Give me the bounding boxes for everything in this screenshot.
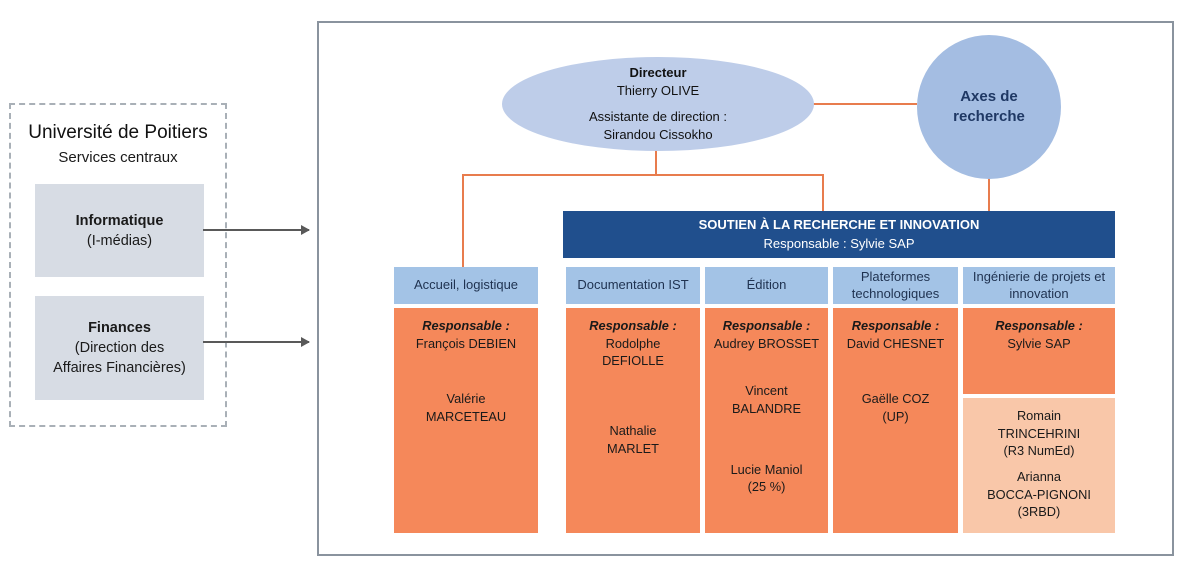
staff-line: MARLET: [607, 440, 659, 456]
staff-group: Gaëlle COZ(UP): [833, 390, 958, 425]
connector-director-down: [655, 150, 657, 175]
service-box-informatique: Informatique (I-médias): [35, 184, 204, 277]
staff-line: DEFIOLLE: [602, 353, 664, 369]
column-edition: Édition Responsable : Audrey BROSSET Vince…: [705, 267, 828, 533]
staff-line: (R3 NumEd): [1003, 443, 1075, 459]
staff-line: Sylvie SAP: [1007, 335, 1071, 351]
staff-line: Nathalie: [609, 422, 657, 438]
assistant-label: Assistante de direction :: [588, 109, 728, 124]
service-name: Informatique: [75, 212, 164, 229]
staff-group: Responsable : Sylvie SAP: [963, 317, 1115, 352]
university-subtitle: Services centraux: [58, 149, 178, 166]
staff-line: TRINCEHRINI: [997, 425, 1081, 441]
column-plateformes-technologiques: Plateformes technologiques Responsable :…: [833, 267, 958, 533]
director-role: Directeur: [629, 64, 687, 80]
university-services-panel: Université de Poitiers Services centraux…: [9, 103, 227, 427]
arrowhead-icon: [301, 337, 310, 347]
responsable-label: Responsable :: [589, 318, 677, 333]
service-detail: (Direction des: [74, 340, 165, 356]
research-axes-circle: Axes de recherche: [917, 35, 1061, 179]
column-header: Plateformes technologiques: [833, 267, 958, 304]
staff-group: Responsable : François DEBIEN: [394, 317, 538, 352]
arrowhead-icon: [301, 225, 310, 235]
staff-group: Responsable : Audrey BROSSET: [705, 317, 828, 352]
responsable-label: Responsable :: [995, 318, 1083, 333]
staff-line: Vincent: [745, 383, 788, 399]
column-body: Responsable : David CHESNET Gaëlle COZ(UP): [833, 308, 958, 533]
column-header: Ingénierie de projets et innovation: [963, 267, 1115, 304]
banner-title: SOUTIEN À LA RECHERCHE ET INNOVATION: [698, 217, 980, 233]
connector-axes-to-banner: [988, 178, 990, 212]
staff-line: BALANDRE: [732, 400, 801, 416]
staff-group: Lucie Maniol (25 %): [705, 461, 828, 496]
banner-soutien-recherche: SOUTIEN À LA RECHERCHE ET INNOVATION Res…: [563, 211, 1115, 258]
staff-line: Valérie: [446, 391, 486, 407]
column-ingenierie-projets: Ingénierie de projets et innovation Resp…: [963, 267, 1115, 533]
director-ellipse: Directeur Thierry OLIVE Assistante de di…: [502, 57, 814, 151]
connector-branch-horizontal: [462, 174, 824, 176]
service-name: Finances: [88, 320, 151, 336]
research-axes-label: Axes de recherche: [953, 87, 1025, 125]
staff-line: Audrey BROSSET: [713, 335, 820, 351]
connector-to-banner: [822, 174, 824, 212]
director-name: Thierry OLIVE: [616, 82, 700, 98]
staff-group: Responsable : David CHESNET: [833, 317, 958, 352]
arrow-finances: [203, 337, 310, 347]
connector-to-accueil: [462, 174, 464, 268]
service-detail: (I-médias): [86, 232, 153, 249]
staff-line: BOCCA-PIGNONI: [987, 486, 1091, 502]
staff-line: MARCETEAU: [425, 408, 507, 424]
university-title: Université de Poitiers: [28, 122, 208, 143]
staff-line: (UP): [882, 408, 909, 424]
staff-line: David CHESNET: [846, 335, 945, 351]
column-header: Documentation IST: [566, 267, 700, 304]
responsable-label: Responsable :: [851, 318, 940, 333]
staff-line: Romain: [1016, 408, 1062, 423]
staff-box: Responsable : Sylvie SAP: [963, 308, 1115, 394]
arrow-informatique: [203, 225, 310, 235]
staff-line: (3RBD): [1017, 504, 1061, 520]
staff-line: Rodolphe: [605, 335, 661, 351]
staff-line: Gaëlle COZ: [861, 391, 930, 407]
responsable-label: Responsable :: [722, 318, 811, 333]
column-header: Édition: [705, 267, 828, 304]
column-header: Accueil, logistique: [394, 267, 538, 304]
assistant-name: Sirandou Cissokho: [603, 127, 713, 143]
staff-line: (25 %): [747, 479, 786, 495]
staff-line: François DEBIEN: [415, 335, 517, 351]
column-accueil-logistique: Accueil, logistique Responsable : Françoi…: [394, 267, 538, 533]
staff-line: Lucie Maniol: [730, 461, 803, 477]
staff-box: Responsable : David CHESNET Gaëlle COZ(UP): [833, 308, 958, 533]
staff-line: Arianna: [1016, 468, 1062, 484]
connector-director-to-axes: [813, 103, 917, 105]
service-detail: Affaires Financières): [53, 360, 186, 376]
banner-responsable: Responsable : Sylvie SAP: [763, 235, 915, 251]
responsable-label: Responsable :: [422, 318, 510, 333]
